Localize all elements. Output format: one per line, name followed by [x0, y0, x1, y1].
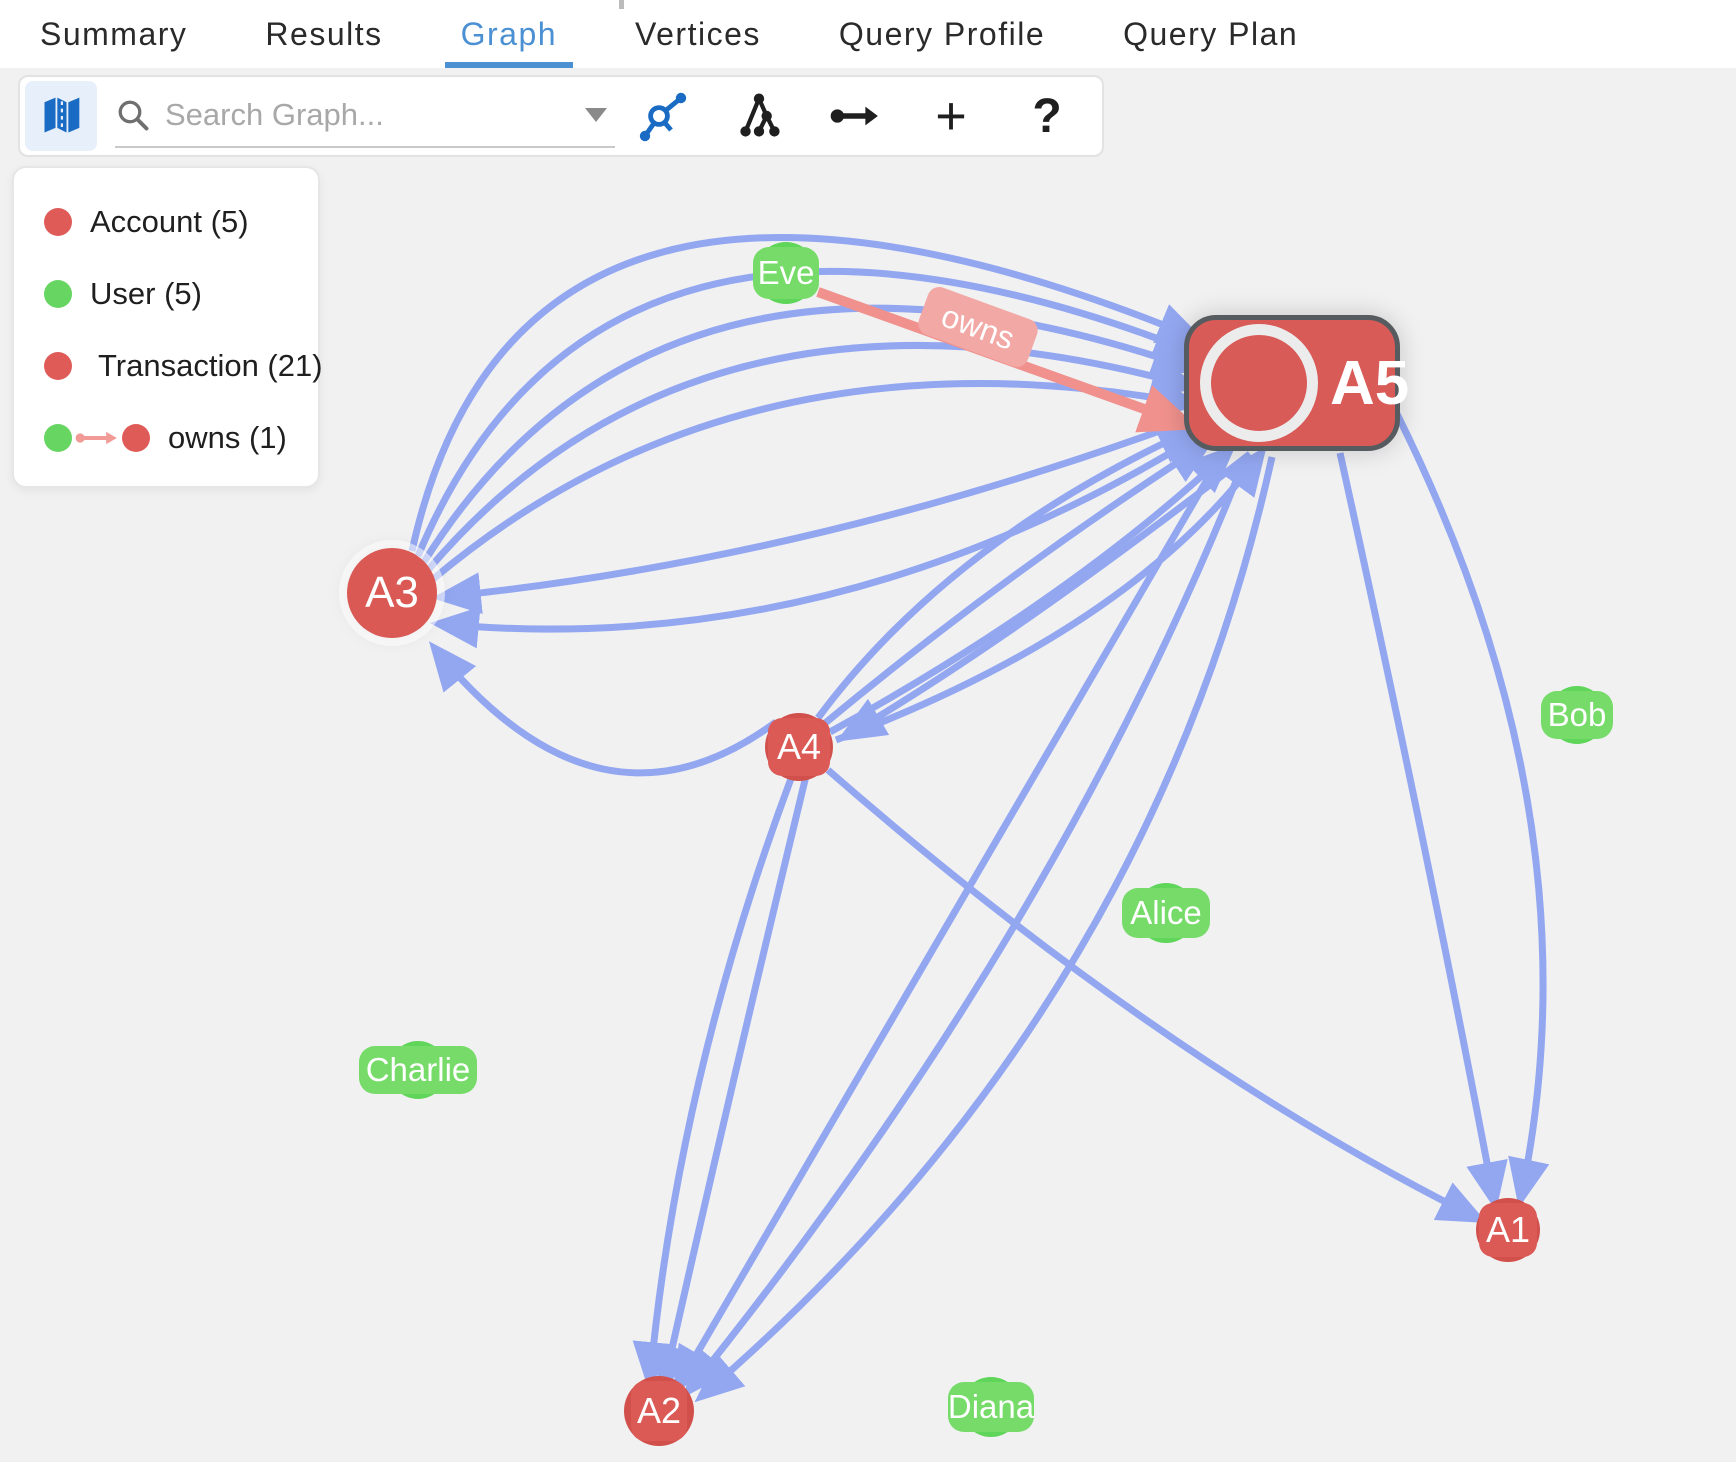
tab-vertices[interactable]: Vertices: [635, 15, 761, 52]
node-label: A1: [1479, 1203, 1537, 1257]
edge-A4-A5[interactable]: [821, 437, 1216, 727]
graph-toolbar: + ?: [18, 75, 1104, 157]
node-label: Charlie: [359, 1046, 477, 1094]
force-layout-icon: [639, 92, 687, 142]
legend-item-transaction[interactable]: Transaction (21): [44, 330, 323, 402]
user-vertex-icon: [44, 424, 72, 452]
selected-node-body: A5: [1184, 315, 1409, 451]
map-icon: [44, 97, 80, 133]
scroll-tick: [619, 0, 624, 9]
node-A4[interactable]: A4: [765, 713, 833, 781]
force-layout-button[interactable]: [615, 81, 711, 151]
directed-edge-icon: [75, 431, 117, 445]
node-A3[interactable]: A3: [347, 548, 437, 638]
tab-summary[interactable]: Summary: [40, 15, 188, 52]
edge-A5-A2[interactable]: [672, 452, 1226, 1396]
node-Diana[interactable]: Diana: [948, 1377, 1034, 1437]
edge-arrow-icon: [830, 106, 878, 126]
node-A1[interactable]: A1: [1476, 1198, 1540, 1262]
node-Alice[interactable]: Alice: [1122, 883, 1210, 943]
tab-query-profile[interactable]: Query Profile: [838, 15, 1046, 52]
account-vertex-icon: [44, 352, 72, 380]
node-A2[interactable]: A2: [624, 1376, 694, 1446]
help-button[interactable]: ?: [999, 81, 1095, 151]
edge-A4-A3[interactable]: [428, 641, 779, 777]
account-vertex-icon: [122, 424, 150, 452]
edge-A5-A1[interactable]: [1336, 452, 1508, 1212]
node-Charlie[interactable]: Charlie: [359, 1041, 477, 1099]
minimap-button[interactable]: [25, 81, 97, 151]
add-button[interactable]: +: [903, 81, 999, 151]
selection-ring-icon: [1200, 324, 1318, 442]
tab-results[interactable]: Results: [265, 15, 383, 52]
user-vertex-icon: [44, 280, 72, 308]
legend-panel: Account (5) User (5) Transaction (21) own…: [12, 166, 323, 488]
edge-A5-A3[interactable]: [431, 416, 1192, 615]
node-label: A4: [768, 718, 830, 776]
edge-A5-A3[interactable]: [429, 437, 1194, 649]
edge-A3-A5[interactable]: [421, 304, 1202, 564]
show-edge-button[interactable]: [807, 81, 903, 151]
edge-A4-A5[interactable]: [815, 423, 1207, 721]
add-icon: +: [935, 86, 967, 146]
edge-A3-A5[interactable]: [429, 376, 1203, 583]
legend-label: User (5): [90, 276, 202, 311]
legend-item-user[interactable]: User (5): [44, 258, 318, 330]
edge-A3-A5[interactable]: [425, 341, 1201, 573]
edge-A3-A5[interactable]: [408, 234, 1207, 552]
node-label: Alice: [1122, 888, 1210, 938]
tab-query-plan[interactable]: Query Plan: [1123, 15, 1299, 52]
edge-A4-A1[interactable]: [825, 767, 1488, 1223]
legend-label: Transaction (21): [98, 348, 323, 383]
account-vertex-icon: [44, 208, 72, 236]
legend-item-owns[interactable]: owns (1): [44, 402, 318, 474]
legend-list: Account (5) User (5) Transaction (21) own…: [44, 186, 323, 474]
node-label: Bob: [1541, 691, 1613, 739]
hierarchy-layout-button[interactable]: [711, 81, 807, 151]
legend-label: owns (1): [168, 420, 287, 455]
edge-A5-A4[interactable]: [836, 451, 1253, 742]
dropdown-caret[interactable]: [585, 108, 607, 122]
node-label: Eve: [753, 247, 819, 299]
search-input[interactable]: [151, 96, 585, 134]
edge-A4-A5[interactable]: [834, 446, 1267, 744]
graph-search-box: [115, 84, 615, 148]
tab-bar: Summary Results Graph Vertices Query Profile…: [0, 0, 1736, 68]
edge-A4-A2[interactable]: [632, 774, 796, 1392]
node-label: A5: [1330, 348, 1410, 418]
edge-A4-A2[interactable]: [651, 775, 810, 1395]
node-A5[interactable]: A5: [1184, 315, 1409, 451]
node-label: A3: [347, 548, 437, 638]
edge-A5-A1[interactable]: [1392, 410, 1550, 1208]
tab-graph[interactable]: Graph: [444, 0, 574, 68]
node-Eve[interactable]: Eve: [753, 242, 819, 304]
node-label: A2: [631, 1381, 687, 1441]
legend-label: Account (5): [90, 204, 249, 239]
help-icon: ?: [1032, 89, 1062, 143]
legend-item-account[interactable]: Account (5): [44, 186, 318, 258]
hierarchy-layout-icon: [740, 93, 780, 137]
node-Bob[interactable]: Bob: [1541, 686, 1613, 744]
edge-A4-A5[interactable]: [828, 444, 1237, 736]
node-label: Diana: [948, 1382, 1034, 1432]
search-icon: [118, 100, 149, 131]
